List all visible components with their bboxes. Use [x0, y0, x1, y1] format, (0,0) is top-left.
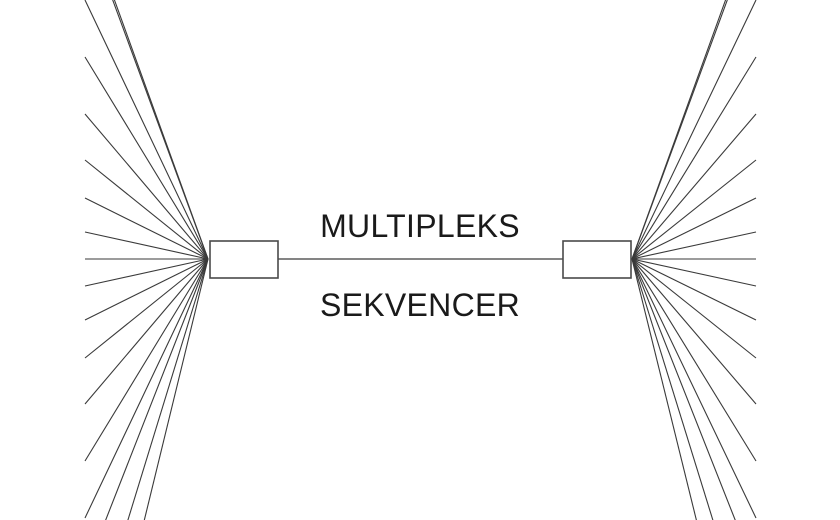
left-fan-line-13	[84, 258, 209, 405]
right-fan-line-17	[631, 258, 714, 520]
right-fan-line-4	[631, 56, 757, 260]
left-fan-line-15	[84, 258, 209, 519]
left-fan-line-12	[84, 258, 209, 359]
left-fan-line-5	[84, 113, 209, 260]
fan-lines-group	[84, 0, 757, 520]
right-fan-line-16	[631, 258, 736, 520]
left-fan-line-7	[84, 197, 209, 260]
left-fan-line-2	[113, 0, 209, 260]
left-fan-line-6	[84, 159, 209, 260]
left-node-box[interactable]	[209, 240, 279, 279]
left-fan-line-4	[84, 56, 209, 260]
right-fan-line-3	[631, 0, 757, 260]
right-fan-line-13	[631, 258, 757, 405]
left-fan-line-16	[105, 258, 209, 520]
right-fan-line-5	[631, 113, 757, 260]
right-fan-line-6	[631, 159, 757, 260]
right-fan-line-18	[631, 258, 697, 520]
right-fan-line-12	[631, 258, 757, 359]
left-fan-line-17	[127, 258, 209, 520]
right-fan-line-8	[631, 231, 757, 260]
right-fan-line-10	[631, 258, 757, 287]
node-boxes-group	[209, 240, 632, 279]
right-fan-line-11	[631, 258, 757, 321]
left-fan-line-11	[84, 258, 209, 321]
right-fan-line-2	[631, 0, 727, 260]
left-fan-line-3	[84, 0, 209, 260]
right-fan-line-15	[631, 258, 757, 519]
right-fan-line-14	[631, 258, 757, 462]
left-fan-line-8	[84, 231, 209, 260]
left-fan-line-14	[84, 258, 209, 462]
right-node-box[interactable]	[562, 240, 632, 279]
right-fan-line-7	[631, 197, 757, 260]
multipleks-label: MULTIPLEKS	[320, 208, 520, 244]
left-fan-line-18	[143, 258, 209, 520]
sekvencer-label: SEKVENCER	[320, 287, 520, 323]
left-fan-line-10	[84, 258, 209, 287]
